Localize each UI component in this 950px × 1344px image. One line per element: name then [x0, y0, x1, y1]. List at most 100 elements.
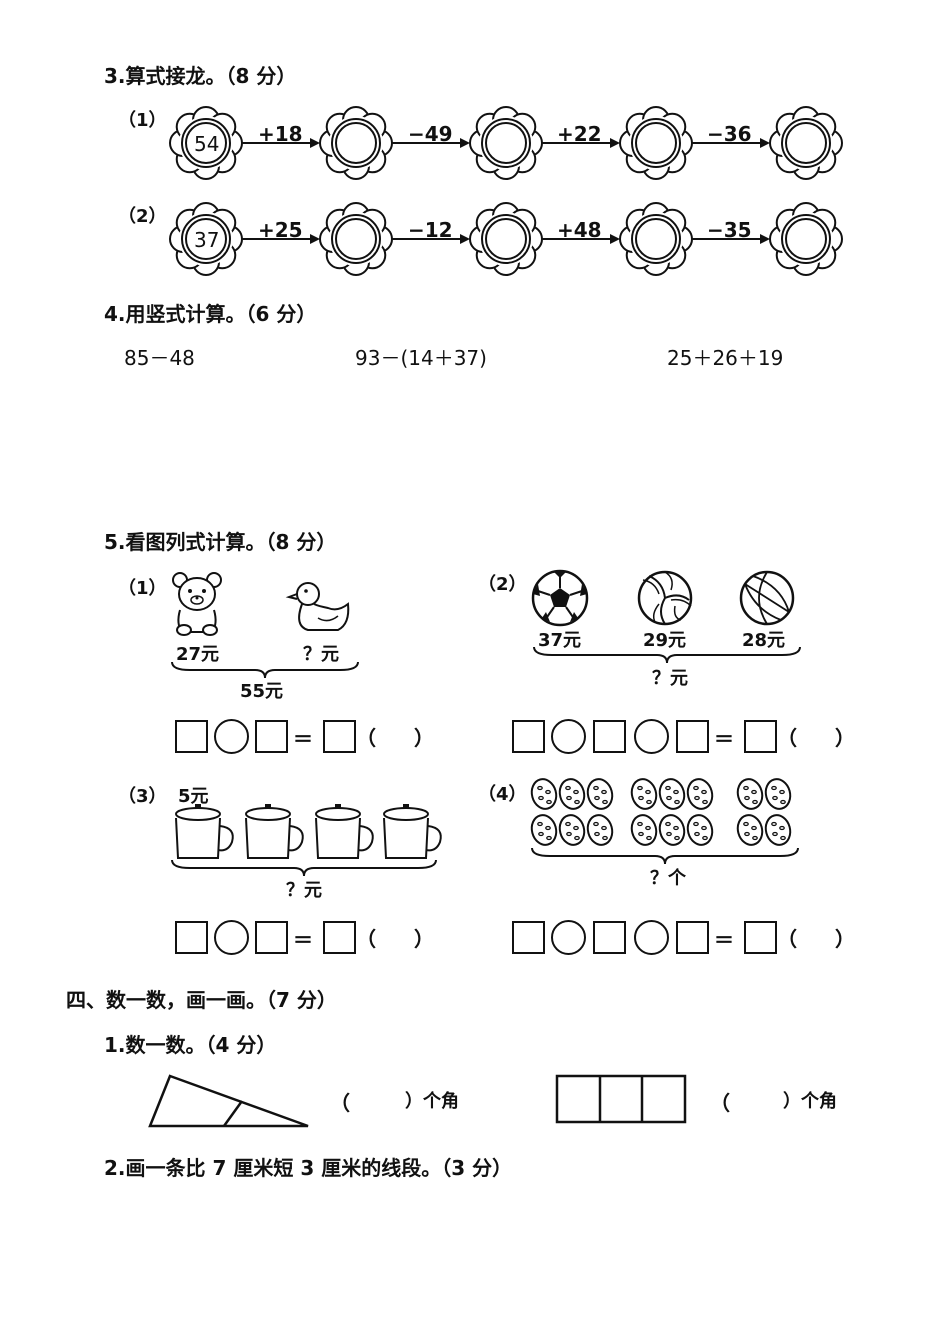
p4-answer-box-3[interactable] — [676, 921, 709, 954]
potato-icon-3-1-2 — [764, 778, 792, 810]
rectangle-answer-unit: ）个角 — [783, 1091, 837, 1112]
chain2-flower-1 — [169, 202, 243, 276]
p4-equals: ＝ — [714, 928, 734, 952]
chain2-flower-3 — [469, 202, 543, 276]
cup-icon-3 — [315, 804, 374, 859]
p4-operator-circle-1[interactable] — [551, 920, 586, 955]
potato-icon-1-2-1 — [530, 814, 558, 846]
potato-icon-3-2-2 — [764, 814, 792, 846]
potato-icon-1-1-3 — [586, 778, 614, 810]
p4-answer-box-4[interactable] — [744, 921, 777, 954]
duck-icon — [285, 582, 350, 631]
bear-price: 27元 — [176, 644, 220, 665]
cup-unit-price: 5元 — [178, 786, 209, 807]
rectangle-answer-open: （ — [710, 1091, 730, 1115]
p1-operator-circle-1[interactable] — [214, 719, 249, 754]
potato-icon-2-1-3 — [686, 778, 714, 810]
cup-icon-1 — [175, 804, 234, 859]
duck-price: ？元 — [303, 644, 339, 665]
p2-answer-box-1[interactable] — [512, 720, 545, 753]
soccer-ball-price: 37元 — [538, 630, 582, 651]
p2-total-brace — [533, 646, 801, 664]
chain2-arrow-1-head — [310, 234, 320, 244]
q4-problem-2: 93－(14＋37) — [355, 346, 487, 370]
chain2-op-2: −12 — [408, 218, 453, 242]
p4-operator-circle-2[interactable] — [634, 920, 669, 955]
p4-unit-open: （ — [777, 927, 797, 951]
potato-icon-2-2-3 — [686, 814, 714, 846]
p2-answer-box-2[interactable] — [593, 720, 626, 753]
chain1-flower-4 — [619, 106, 693, 180]
chain1-arrow-1-head — [310, 138, 320, 148]
q3-row1-label: （1） — [118, 110, 167, 131]
p4-unit-close: ） — [835, 927, 855, 951]
p3-total-brace — [171, 859, 437, 877]
potato-icon-1-1-1 — [530, 778, 558, 810]
chain2-op-1: +25 — [258, 218, 303, 242]
potato-icon-2-1-1 — [630, 778, 658, 810]
triangle-figure — [148, 1074, 309, 1128]
p2-unit-close: ） — [835, 726, 855, 750]
potato-icon-3-2-1 — [736, 814, 764, 846]
p2-operator-circle-1[interactable] — [551, 719, 586, 754]
chain1-op-4: −36 — [707, 122, 752, 146]
volleyball-price: 29元 — [643, 630, 687, 651]
potatoes-illustration — [530, 778, 792, 846]
p2-total: ？元 — [652, 668, 688, 689]
basketball-icon — [739, 570, 795, 626]
triangle-answer-unit: ）个角 — [405, 1091, 459, 1112]
p4-answer-box-1[interactable] — [512, 921, 545, 954]
p1-total-brace — [171, 661, 359, 679]
equation-chain-diagram — [169, 106, 843, 276]
p3-operator-circle-1[interactable] — [214, 920, 249, 955]
potato-icon-2-1-2 — [658, 778, 686, 810]
q5-p2-label: （2） — [478, 574, 527, 595]
p4-total-brace — [531, 847, 799, 865]
p4-total: ？个 — [650, 868, 686, 889]
q4-title: 4.用竖式计算。（6 分） — [104, 302, 317, 326]
p3-answer-box-1[interactable] — [175, 921, 208, 954]
s4-q2-title: 2.画一条比 7 厘米短 3 厘米的线段。（3 分） — [104, 1156, 513, 1180]
q5-p1-label: （1） — [118, 578, 167, 599]
chain2-flower-4 — [619, 202, 693, 276]
bear-icon — [172, 572, 222, 636]
p2-answer-box-4[interactable] — [744, 720, 777, 753]
p2-answer-box-3[interactable] — [676, 720, 709, 753]
volleyball-icon — [637, 570, 693, 626]
p1-answer-box-3[interactable] — [323, 720, 356, 753]
cups-illustration — [175, 804, 442, 859]
p3-answer-box-2[interactable] — [255, 921, 288, 954]
triangle-answer-open: （ — [330, 1091, 350, 1115]
p2-operator-circle-2[interactable] — [634, 719, 669, 754]
p1-unit-open: （ — [356, 726, 376, 750]
s4-q1-title: 1.数一数。（4 分） — [104, 1033, 277, 1057]
cup-icon-2 — [245, 804, 304, 859]
chain1-flower-3 — [469, 106, 543, 180]
chain1-op-3: +22 — [557, 122, 602, 146]
p1-unit-close: ） — [414, 726, 434, 750]
chain1-arrow-3-head — [610, 138, 620, 148]
chain1-arrow-4-head — [760, 138, 770, 148]
potato-icon-1-2-2 — [558, 814, 586, 846]
q5-p4-label: （4） — [478, 784, 527, 805]
p1-equals: ＝ — [293, 727, 313, 751]
p1-total: 55元 — [240, 681, 284, 702]
q4-problem-3: 25＋26＋19 — [667, 346, 784, 370]
q3-row2-label: （2） — [118, 206, 167, 227]
q4-problem-1: 85－48 — [124, 346, 195, 370]
potato-icon-2-2-1 — [630, 814, 658, 846]
chain2-start-value: 37 — [194, 228, 220, 252]
p2-equals: ＝ — [714, 727, 734, 751]
p4-answer-box-2[interactable] — [593, 921, 626, 954]
chain1-flower-2 — [319, 106, 393, 180]
potato-icon-1-1-2 — [558, 778, 586, 810]
p1-answer-box-2[interactable] — [255, 720, 288, 753]
p3-answer-box-3[interactable] — [323, 921, 356, 954]
p1-answer-box-1[interactable] — [175, 720, 208, 753]
chain2-flower-2 — [319, 202, 393, 276]
section4-title: 四、数一数，画一画。（7 分） — [66, 988, 337, 1012]
chain1-flower-1 — [169, 106, 243, 180]
chain2-flower-5 — [769, 202, 843, 276]
rectangle-figure — [555, 1074, 687, 1124]
chain2-op-4: −35 — [707, 218, 752, 242]
